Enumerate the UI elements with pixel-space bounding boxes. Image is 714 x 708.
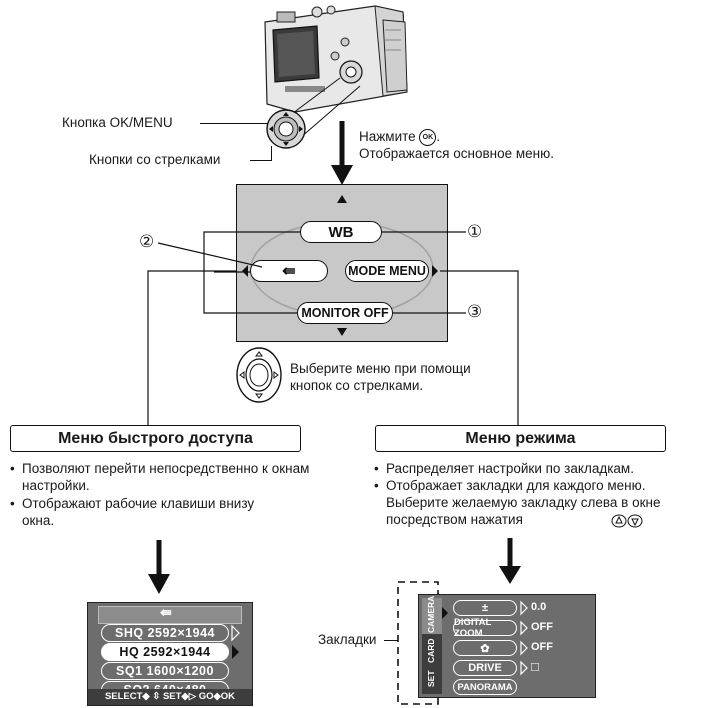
mode-menu-screen: CAMERA CARD SET ± DIGITAL ZOOM ✿ DRIVE P… (418, 594, 596, 698)
quick-menu-header: Меню быстрого доступа (10, 425, 301, 452)
mode-row-digital-zoom[interactable]: DIGITAL ZOOM (453, 617, 517, 639)
quick-row-shq[interactable]: SHQ 2592×1944 (101, 624, 229, 642)
tabs-leader (384, 640, 398, 642)
bullet-dot: • (10, 496, 15, 511)
mode-row-macro[interactable]: ✿ (453, 640, 517, 656)
mode-tab-set[interactable]: SET (426, 670, 436, 687)
mode-val-exposure: 0.0 (531, 601, 547, 613)
mode-row-exposure[interactable]: ± (453, 600, 517, 616)
arrow-buttons-label: Кнопки со стрелками (89, 152, 221, 167)
mode-row-panorama[interactable]: PANORAMA (453, 679, 517, 695)
mode-row-drive[interactable]: DRIVE (453, 660, 517, 676)
quick-menu-screen: ⇚ SHQ 2592×1944 HQ 2592×1944 SQ1 1600×12… (87, 602, 253, 706)
mode-val-drive: □ (531, 659, 539, 674)
quick-screen-footer: SELECT◆ ⇳ SET◆▷ GO◆OK (88, 689, 252, 705)
mode-menu-header: Меню режима (375, 425, 666, 452)
ok-button-icon: OK (419, 128, 437, 146)
mode-bullet-1: • Распределяет настройки по закладкам. (374, 461, 634, 476)
arrow-buttons-leader-v (271, 146, 273, 161)
main-menu-wb[interactable]: WB (300, 221, 382, 243)
main-menu-mode-menu[interactable]: MODE MENU (345, 260, 429, 282)
down-arrow-main (331, 121, 353, 185)
main-menu-displayed-text: Отображается основное меню. (359, 146, 554, 161)
main-menu-quick-icon[interactable]: ⇚ (250, 260, 328, 282)
mode-val-digital-zoom: OFF (531, 621, 553, 633)
mode-tab-card[interactable]: CARD (426, 638, 436, 663)
mode-tab-camera[interactable]: CAMERA (426, 595, 436, 633)
mode-bullet-2: • Отображает закладки для каждого меню. … (374, 478, 661, 527)
bullet-dot: • (374, 461, 379, 476)
quick-row-arrows (231, 624, 240, 659)
quick-bullet-1: • Позволяют перейти непосредственно к ок… (10, 461, 310, 493)
callout-1: ① (467, 222, 483, 241)
tab-switch-icons (611, 514, 643, 528)
quick-row-sq1[interactable]: SQ1 1600×1200 (101, 662, 229, 680)
press-text: Нажмите (359, 129, 416, 144)
select-text-1: Выберите меню при помощи (290, 361, 471, 376)
mode-tab-camera-bg (422, 598, 442, 634)
bullet-dot: • (10, 461, 15, 476)
mode-val-macro: OFF (531, 641, 553, 653)
ok-menu-leader (200, 123, 268, 125)
arrow-pad-small-icon (266, 109, 306, 149)
quick-screen-header (98, 606, 242, 624)
select-text-2: кнопок со стрелками. (290, 378, 424, 393)
callout-2: ② (139, 232, 155, 251)
bullet-dot: • (374, 478, 379, 493)
quick-screen-icon: ⇚ (160, 604, 172, 620)
tabs-label: Закладки (318, 632, 377, 647)
press-instruction: Нажмите OK. (359, 128, 441, 146)
mode-tab-selected-arrow (442, 607, 448, 619)
down-arrow-quick (148, 540, 170, 594)
callout-3: ③ (467, 302, 483, 321)
arrow-buttons-leader (250, 160, 272, 162)
arrow-pad-large-icon (236, 347, 282, 403)
mode-row-arrows (520, 600, 528, 676)
ok-menu-button-label: Кнопка OK/MENU (62, 115, 173, 130)
quick-bullet-2: • Отображают рабочие клавиши внизу окна. (10, 496, 255, 528)
camera-illustration (264, 5, 408, 113)
main-menu-monitor-off[interactable]: MONITOR OFF (297, 302, 393, 324)
down-arrow-mode (499, 538, 521, 584)
quick-row-hq[interactable]: HQ 2592×1944 (101, 643, 229, 661)
